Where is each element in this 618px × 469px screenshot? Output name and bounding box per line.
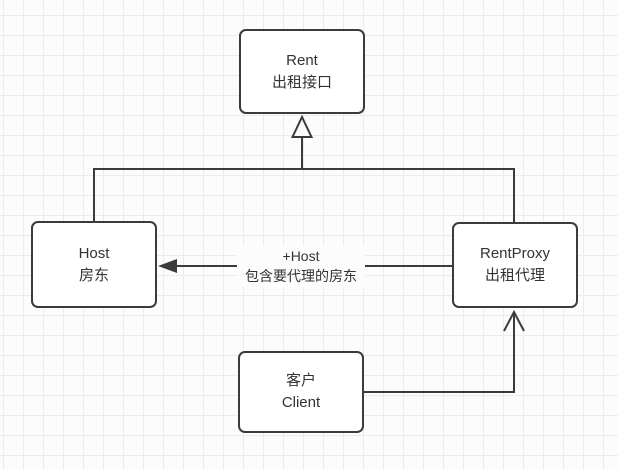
node-host-name: Host bbox=[78, 244, 110, 262]
node-host[interactable]: Host 房东 bbox=[31, 221, 157, 308]
node-rentproxy-name: RentProxy bbox=[479, 245, 551, 262]
hollow-triangle-arrowhead-icon bbox=[290, 114, 314, 138]
node-client[interactable]: 客户 Client bbox=[238, 351, 364, 433]
association-label-description: 包含要代理的房东 bbox=[245, 268, 357, 284]
node-host-subtitle: 房东 bbox=[78, 266, 109, 284]
node-rent-name: Rent bbox=[286, 51, 318, 69]
node-rentproxy-subtitle: 出租代理 bbox=[484, 267, 545, 284]
open-arrowhead-icon bbox=[503, 309, 525, 332]
association-edge-label[interactable]: +Host 包含要代理的房东 bbox=[237, 245, 365, 287]
edge-inheritance[interactable] bbox=[93, 114, 515, 222]
node-client-subtitle: Client bbox=[281, 394, 321, 411]
association-label-field: +Host bbox=[282, 248, 320, 264]
node-rent[interactable]: Rent 出租接口 bbox=[239, 29, 365, 114]
filled-arrowhead-icon bbox=[158, 259, 177, 273]
node-client-name: 客户 bbox=[285, 372, 316, 389]
node-rentproxy[interactable]: RentProxy 出租代理 bbox=[452, 222, 578, 308]
node-rent-subtitle: 出租接口 bbox=[271, 73, 332, 91]
edge-dependency[interactable] bbox=[364, 309, 525, 393]
